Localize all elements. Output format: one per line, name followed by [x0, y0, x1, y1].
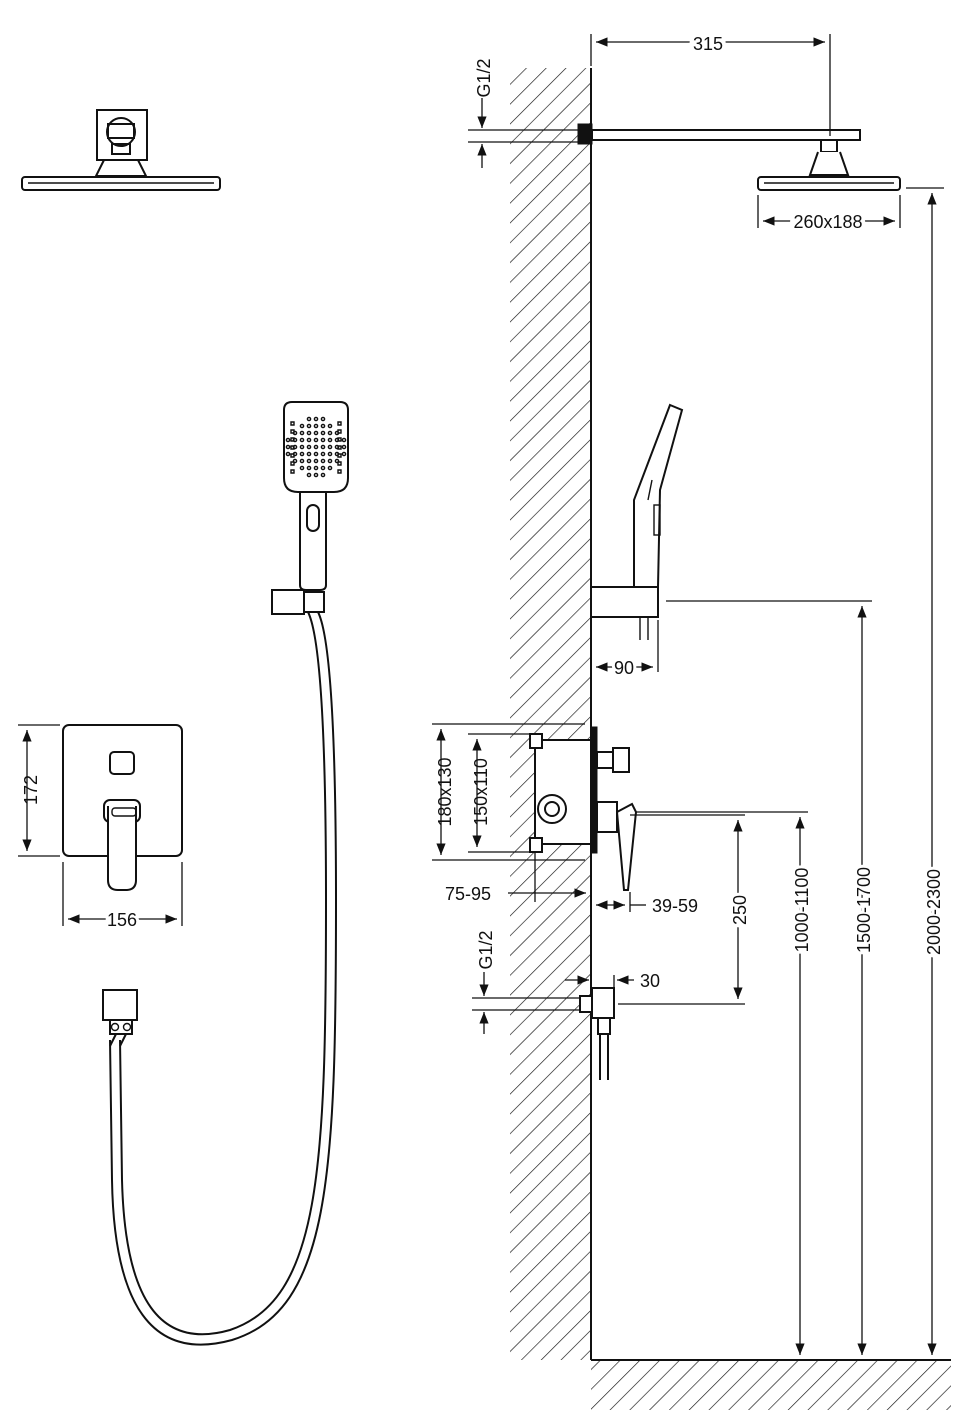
head-size-dimension: 260x188 — [757, 195, 901, 236]
head-size-label: 260x188 — [793, 212, 862, 232]
spray-nozzles-icon — [285, 416, 347, 478]
wall-section — [510, 68, 951, 1410]
mixer-height-dimension: 1000-1100 — [636, 811, 815, 1355]
bracket-depth-label: 90 — [614, 658, 634, 678]
concealed-mixer-box-side — [529, 726, 638, 891]
box-depth-label: 75-95 — [445, 884, 491, 904]
overhead-shower-front-view — [21, 109, 221, 191]
thread-bottom-label: G1/2 — [476, 930, 496, 969]
hand-shower-side — [590, 403, 684, 640]
box-outer-label: 180x130 — [435, 757, 455, 826]
arm-length-dimension: 315 — [590, 30, 831, 136]
outlet-depth-label: 30 — [640, 971, 660, 991]
mixer-height-label: 1000-1100 — [792, 868, 812, 953]
box-depth-dimension: 75-95 — [442, 852, 592, 907]
head-height-dimension: 2000-2300 — [906, 187, 947, 1355]
arm-length-label: 315 — [693, 34, 723, 54]
thread-bottom-dimension: G1/2 — [472, 930, 580, 1034]
outlet-depth-dimension: 30 — [565, 971, 660, 991]
thread-top-label: G1/2 — [474, 58, 494, 97]
holder-height-label: 1500-1700 — [854, 867, 874, 953]
outlet-offset-dimension: 250 — [618, 814, 753, 1005]
hand-shower-front-view — [109, 401, 349, 1346]
handle-depth-label: 39-59 — [652, 896, 698, 916]
plate-height-dimension: 172 — [18, 724, 60, 857]
holder-height-dimension: 1500-1700 — [666, 600, 877, 1355]
box-inner-label: 150x110 — [471, 758, 491, 826]
shower-arm-and-head-side — [577, 123, 901, 191]
box-size-dimensions: 180x130 150x110 — [432, 723, 585, 861]
outlet-offset-label: 250 — [730, 895, 750, 925]
plate-width-label: 156 — [107, 910, 137, 930]
wall-outlet-side — [579, 987, 615, 1080]
thread-top-dimension: G1/2 — [468, 58, 578, 168]
handle-depth-dimension: 39-59 — [596, 892, 698, 916]
plate-height-label: 172 — [21, 775, 41, 805]
plate-width-dimension: 156 — [62, 862, 183, 933]
mixer-front-view — [62, 724, 183, 891]
wall-outlet-front-view — [102, 989, 138, 1047]
head-height-label: 2000-2300 — [924, 869, 944, 955]
bracket-depth-dimension: 90 — [596, 620, 659, 681]
